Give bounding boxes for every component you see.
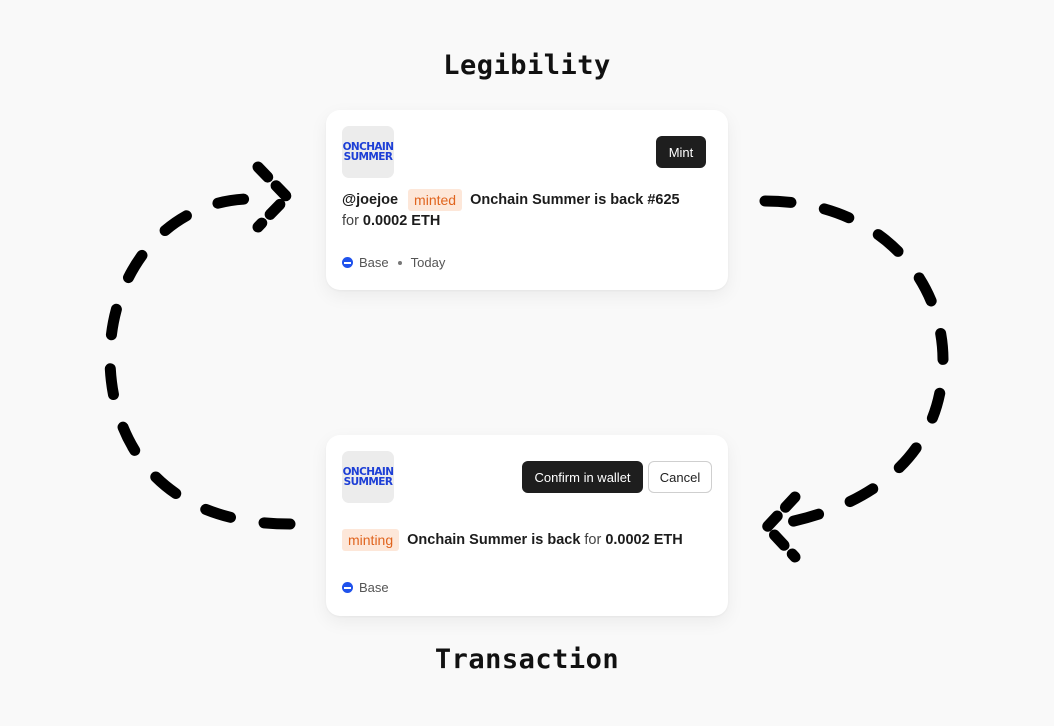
separator-dot	[397, 260, 402, 265]
legibility-title: Legibility	[443, 50, 611, 81]
base-network-icon	[342, 257, 353, 268]
activity-line: @joejoe minted Onchain Summer is back #6…	[342, 189, 680, 211]
date-label: Today	[410, 255, 446, 270]
price-line: for 0.0002 ETH	[342, 213, 441, 229]
left-arrowhead-icon	[252, 161, 295, 233]
right-arrowhead-icon	[759, 491, 801, 563]
status-pill: minted	[408, 189, 463, 211]
transaction-title: Transaction	[434, 644, 620, 675]
status-pill: minting	[342, 529, 400, 551]
cancel-button[interactable]: Cancel	[648, 461, 712, 493]
onchain-summer-logo: ONCHAIN SUMMER	[342, 126, 394, 178]
mint-button[interactable]: Mint	[656, 136, 706, 168]
network-label: Base	[359, 580, 389, 595]
mint-activity-card: ONCHAIN SUMMER Mint @joejoe minted Oncha…	[326, 110, 728, 290]
base-network-icon	[342, 582, 353, 593]
onchain-summer-logo: ONCHAIN SUMMER	[342, 451, 394, 503]
left-dashed-arc	[104, 193, 296, 530]
transaction-line: minting Onchain Summer is back for 0.000…	[342, 529, 683, 551]
network-label: Base	[359, 255, 389, 270]
price-value: 0.0002 ETH	[605, 532, 683, 548]
price-value: 0.0002 ETH	[362, 213, 441, 229]
meta-row: Base	[342, 580, 389, 595]
confirm-in-wallet-button[interactable]: Confirm in wallet	[522, 461, 643, 493]
item-name[interactable]: Onchain Summer is back	[407, 532, 581, 548]
username-link[interactable]: @joejoe	[342, 192, 399, 208]
item-name[interactable]: Onchain Summer is back #625	[470, 192, 680, 208]
transaction-card: ONCHAIN SUMMER Confirm in wallet Cancel …	[326, 435, 728, 616]
right-dashed-arc	[759, 195, 949, 530]
meta-row: Base Today	[342, 255, 445, 270]
